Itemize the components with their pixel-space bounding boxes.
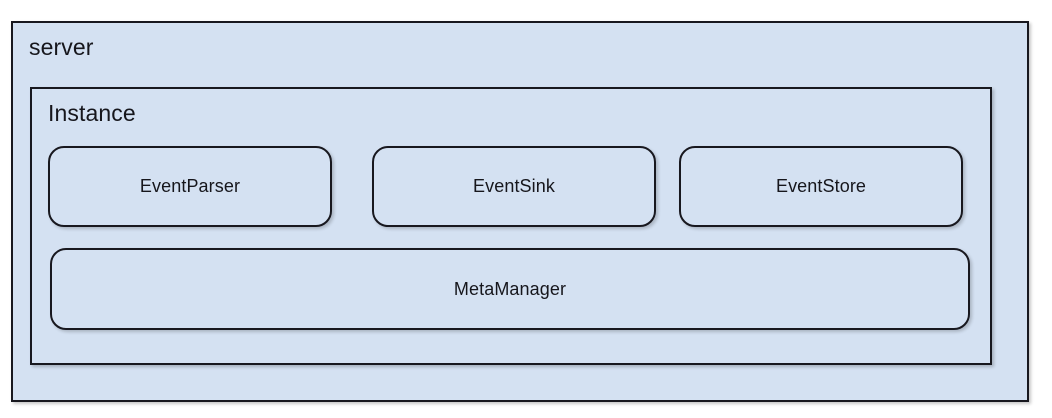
node-meta-manager: MetaManager xyxy=(50,248,970,330)
node-event-sink: EventSink xyxy=(372,146,656,227)
node-event-store-label: EventStore xyxy=(775,176,867,196)
node-event-parser-label: EventParser xyxy=(139,176,241,196)
node-event-store: EventStore xyxy=(679,146,963,227)
container-server-label: server xyxy=(29,34,94,60)
container-instance-label: Instance xyxy=(48,100,136,126)
node-event-parser: EventParser xyxy=(48,146,332,227)
node-meta-manager-label: MetaManager xyxy=(453,278,567,299)
node-event-sink-label: EventSink xyxy=(473,176,555,196)
